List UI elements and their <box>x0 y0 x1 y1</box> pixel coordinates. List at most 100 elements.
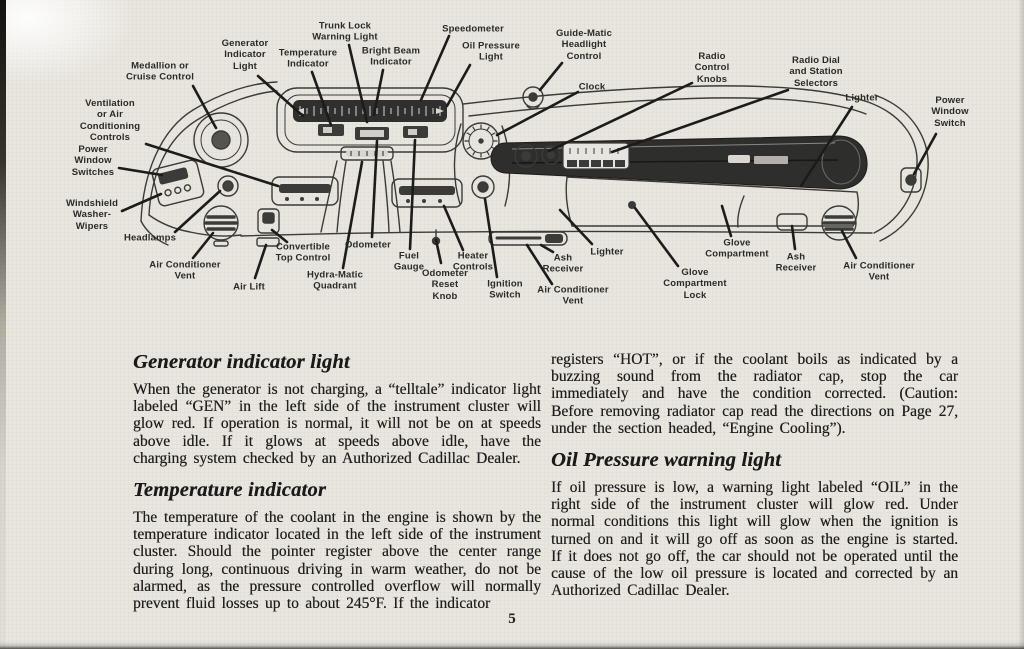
air-conditioner-vent-left-label: Air Conditioner Vent <box>149 259 221 282</box>
lighter-right-label: Lighter <box>845 92 879 104</box>
odometer-label: Odometer <box>344 239 392 251</box>
ventilation-control-head <box>271 176 339 206</box>
fuel-gauge-label: Fuel Gauge <box>393 250 425 273</box>
odometer-leader-line <box>370 139 379 239</box>
speedo-pointer-left <box>296 108 304 114</box>
heater-controls-label: Heater Controls <box>452 250 494 273</box>
headlamps-label: Headlamps <box>123 232 177 244</box>
headlamp-knob <box>217 175 239 197</box>
text-column-left: Generator indicator light When the gener… <box>133 351 541 624</box>
article-body: When the generator is not charging, a “t… <box>133 380 541 467</box>
radio-dial-station-selectors-leader-line <box>610 88 790 154</box>
guide-matic-control <box>522 86 544 110</box>
glove-compartment-label: Glove Compartment <box>705 237 769 260</box>
ventilation-air-conditioning-controls-label: Ventilation or Air Conditioning Controls <box>79 98 141 144</box>
trunk-lock-warning-light-leader-line <box>347 43 369 124</box>
air-conditioner-vent-right-leader-line <box>840 229 858 260</box>
generator-indicator-light-label-leader-line <box>256 74 305 118</box>
oil-pressure-light-leader-line <box>445 63 472 108</box>
air-conditioner-vent-left-art <box>203 205 239 247</box>
medallion-cruise-control-leader-line <box>191 84 218 130</box>
air-conditioner-vent-center-leader-line <box>525 243 554 286</box>
ash-receiver-right-leader-line <box>790 224 797 251</box>
glove-compartment-lock-label: Glove Compartment Lock <box>663 266 727 301</box>
bright-beam-indicator-leader-line <box>372 68 385 117</box>
page-edge-right <box>1018 0 1024 649</box>
article-heading: Temperature indicator <box>133 478 327 501</box>
dash-badge <box>728 155 750 163</box>
radio-control-knobs-leader-line <box>547 81 694 153</box>
air-lift-label: Air Lift <box>233 281 265 293</box>
article-body: registers “HOT”, or if the coolant boils… <box>551 351 958 437</box>
power-window-switches-leader-line <box>117 166 164 177</box>
ash-receiver-center-leader-line <box>539 243 555 254</box>
lighter-center-label: Lighter <box>590 246 624 258</box>
ignition-switch-label: Ignition Switch <box>487 278 523 301</box>
heater-controls-leader-line <box>442 204 465 252</box>
temperature-indicator-label-label: Temperature Indicator <box>278 47 338 70</box>
fuel-gauge-leader-line <box>408 138 417 251</box>
ventilation-air-conditioning-controls-leader-line <box>144 142 280 188</box>
lighter-right-leader-line <box>799 105 854 188</box>
oil-pressure-light-label: Oil Pressure Light <box>462 40 520 63</box>
glove-compartment-lock-leader-line <box>633 206 680 268</box>
text-column-right: registers “HOT”, or if the coolant boils… <box>551 351 958 611</box>
ash-receiver-right-label: Ash Receiver <box>775 251 817 274</box>
windshield-washer-wipers-label: Windshield Washer- Wipers <box>65 197 119 232</box>
hydra-matic-quadrant-label: Hydra-Matic Quadrant <box>306 269 364 292</box>
power-window-switch-right-label: Power Window Switch <box>931 94 969 129</box>
power-window-switch-right-art <box>900 167 922 193</box>
air-conditioner-vent-right-label: Air Conditioner Vent <box>843 260 915 283</box>
glove-compartment-lock-art <box>628 201 636 209</box>
convertible-top-control-label: Convertible Top Control <box>275 241 331 264</box>
power-window-switch-right-leader-line <box>912 132 938 176</box>
article-oil-pressure-warning-light: Oil Pressure warning light If oil pressu… <box>551 449 958 599</box>
radio-control-knobs-label: Radio Control Knobs <box>694 50 730 85</box>
page-number: 5 <box>508 611 516 627</box>
clock-face <box>462 122 500 160</box>
hydra-matic-quadrant-leader-line <box>341 160 364 270</box>
speedo-pointer-right <box>436 108 444 114</box>
glove-compartment-leader-line <box>720 204 733 238</box>
guide-matic-headlight-control-label: Guide-Matic Headlight Control <box>555 27 613 62</box>
page-edge-bottom <box>0 641 1024 649</box>
dashboard-line-art <box>117 34 938 286</box>
article-generator-indicator-light: Generator indicator light When the gener… <box>133 351 541 467</box>
radio-dial-station-selectors-label: Radio Dial and Station Selectors <box>789 54 843 89</box>
radio <box>514 142 630 170</box>
article-body: If oil pressure is low, a warning light … <box>551 478 958 600</box>
guide-matic-headlight-control-leader-line <box>538 61 564 92</box>
convertible-top-control-leader-line <box>270 228 289 244</box>
headlamps-leader-line <box>173 189 222 234</box>
article-temperature-indicator: Temperature indicator The temperature of… <box>133 479 541 612</box>
air-conditioner-vent-right-art <box>821 205 857 241</box>
air-conditioner-vent-left-leader-line <box>191 231 215 260</box>
air-lift-leader-line <box>253 243 268 280</box>
ash-receiver-center-label: Ash Receiver <box>542 252 584 275</box>
article-heading: Oil Pressure warning light <box>551 449 782 472</box>
odometer-reset-knob-leader-line <box>434 238 443 265</box>
leader-lines <box>117 34 938 286</box>
article-heading: Generator indicator light <box>133 351 350 373</box>
convertible-top-control-art <box>256 208 280 247</box>
odometer-reset-knob-label: Odometer Reset Knob <box>421 267 469 302</box>
lighter-center-leader-line <box>558 208 594 246</box>
ignition-switch-leader-line <box>483 197 499 279</box>
clock-leader-line <box>495 90 580 137</box>
generator-indicator-light-label-label: Generator Indicator Light <box>221 37 269 72</box>
page-edge-left <box>0 0 6 649</box>
medallion-cruise-control-label: Medallion or Cruise Control <box>125 60 195 83</box>
article-temperature-indicator-continued: registers “HOT”, or if the coolant boils… <box>551 351 958 437</box>
bright-beam-indicator-label: Bright Beam Indicator <box>361 45 421 68</box>
air-conditioner-vent-center-label: Air Conditioner Vent <box>537 284 609 307</box>
temperature-indicator-label-leader-line <box>310 70 333 127</box>
power-window-switches-label: Power Window Switches <box>71 143 115 178</box>
article-body: The temperature of the coolant in the en… <box>133 508 541 612</box>
speedometer-label: Speedometer <box>442 23 504 35</box>
speedometer-leader-line <box>419 34 451 102</box>
power-window-switches-panel <box>151 159 205 207</box>
clock-label: Clock <box>578 81 606 93</box>
windshield-washer-wipers-leader-line <box>120 192 163 213</box>
